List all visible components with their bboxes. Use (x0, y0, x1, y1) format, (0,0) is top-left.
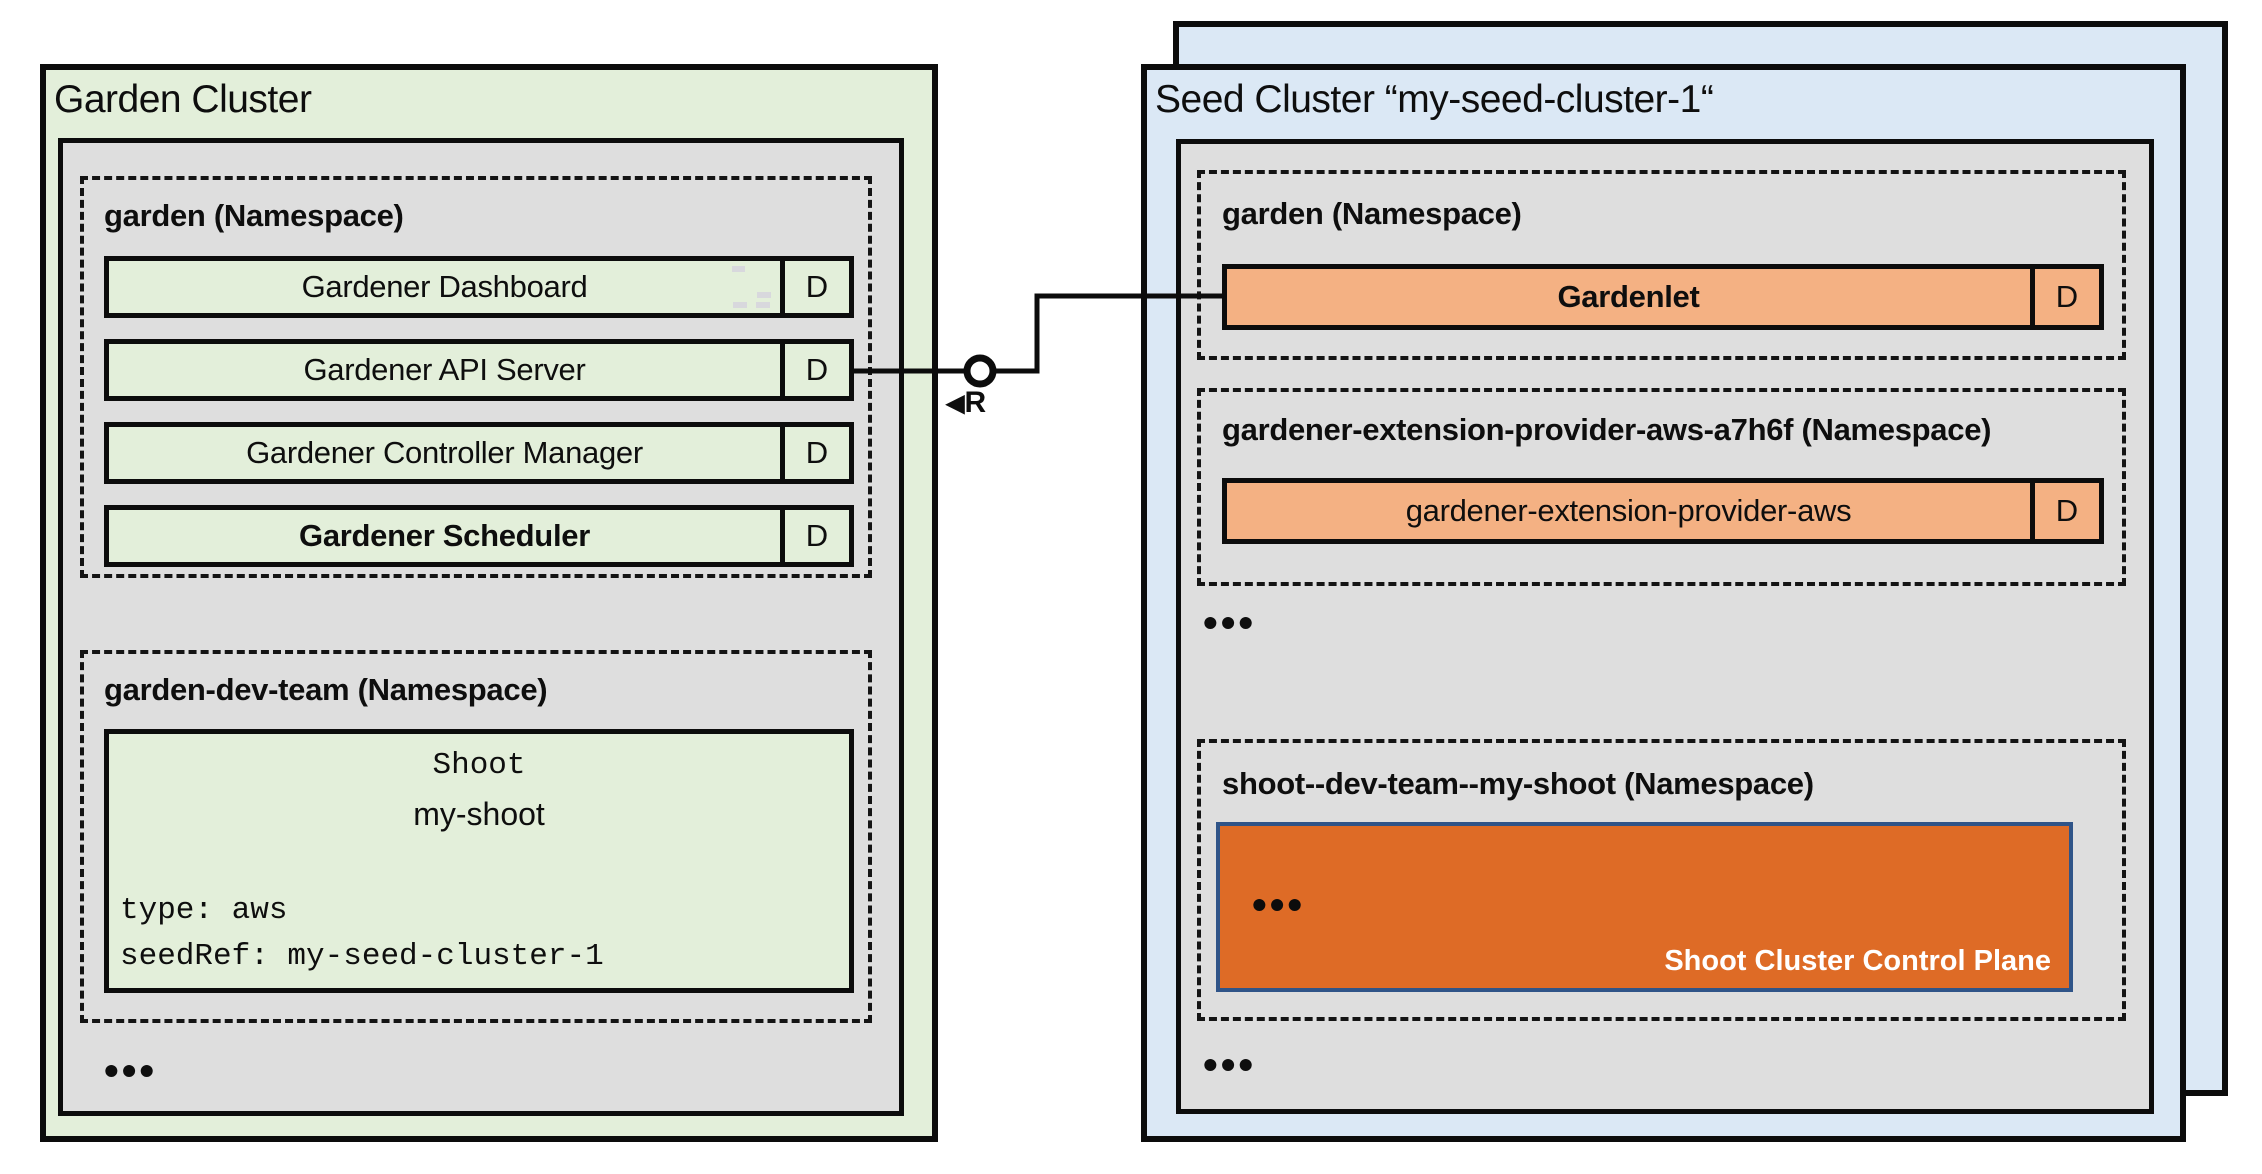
component-gardenlet: Gardenlet D (1222, 264, 2104, 330)
component-label: Gardener Scheduler (299, 518, 590, 553)
deployment-badge: D (780, 427, 849, 479)
garden-namespace-label: garden (Namespace) (104, 198, 404, 233)
more-shoot-namespaces-ellipsis: ••• (1203, 1041, 1257, 1088)
garden-namespace-box (80, 176, 872, 578)
component-extension-provider-aws: gardener-extension-provider-aws D (1222, 478, 2104, 544)
component-label: Gardener Dashboard (301, 269, 588, 304)
component-label: Gardener Controller Manager (246, 435, 643, 470)
deployment-badge: D (780, 510, 849, 562)
request-direction: ◀R (946, 386, 986, 420)
ghost-artifact (756, 302, 770, 308)
interface-lollipop-icon (963, 354, 997, 388)
shoot-resource-box (104, 729, 854, 993)
component-gardener-scheduler: Gardener Scheduler D (104, 505, 854, 567)
component-gardener-dashboard: Gardener Dashboard D (104, 256, 854, 318)
more-extensions-ellipsis: ••• (1203, 599, 1257, 646)
left-arrow-icon: ◀ (946, 389, 965, 417)
ghost-artifact (757, 292, 771, 298)
dev-team-namespace-box (80, 650, 872, 1023)
control-plane-label: Shoot Cluster Control Plane (1664, 945, 2051, 977)
more-namespaces-ellipsis: ••• (104, 1047, 158, 1094)
shoot-resource-name: my-shoot (413, 796, 545, 832)
component-label: Gardenlet (1557, 279, 1700, 314)
seed-garden-namespace-box (1197, 170, 2126, 360)
seed-cluster-title: Seed Cluster “my-seed-cluster-1“ (1155, 78, 1714, 121)
seed-garden-namespace-label: garden (Namespace) (1222, 196, 1522, 231)
shoot-spec-type: type: aws (120, 893, 288, 928)
control-plane-ellipsis: ••• (1252, 881, 1306, 928)
component-gardener-controller-manager: Gardener Controller Manager D (104, 422, 854, 484)
component-gardener-api-server: Gardener API Server D (104, 339, 854, 401)
shoot-resource-kind: Shoot (432, 748, 526, 783)
shoot-namespace-label: shoot--dev-team--my-shoot (Namespace) (1222, 766, 1814, 801)
connector-line (854, 293, 1224, 374)
request-direction-label: R (964, 386, 987, 419)
component-label: gardener-extension-provider-aws (1405, 493, 1852, 528)
component-label: Gardener API Server (303, 352, 586, 387)
ghost-artifact (732, 266, 745, 272)
deployment-badge: D (2030, 483, 2099, 539)
shoot-namespace-box (1197, 739, 2126, 1021)
extension-namespace-box (1197, 388, 2126, 586)
extension-namespace-label: gardener-extension-provider-aws-a7h6f (N… (1222, 412, 1992, 447)
deployment-badge: D (780, 261, 849, 313)
ghost-artifact (733, 302, 747, 308)
shoot-control-plane-box: ••• Shoot Cluster Control Plane (1216, 822, 2073, 992)
deployment-badge: D (780, 344, 849, 396)
garden-cluster-title: Garden Cluster (54, 78, 312, 121)
dev-team-namespace-label: garden-dev-team (Namespace) (104, 672, 548, 707)
deployment-badge: D (2030, 269, 2099, 325)
shoot-spec-seedref: seedRef: my-seed-cluster-1 (120, 939, 604, 974)
